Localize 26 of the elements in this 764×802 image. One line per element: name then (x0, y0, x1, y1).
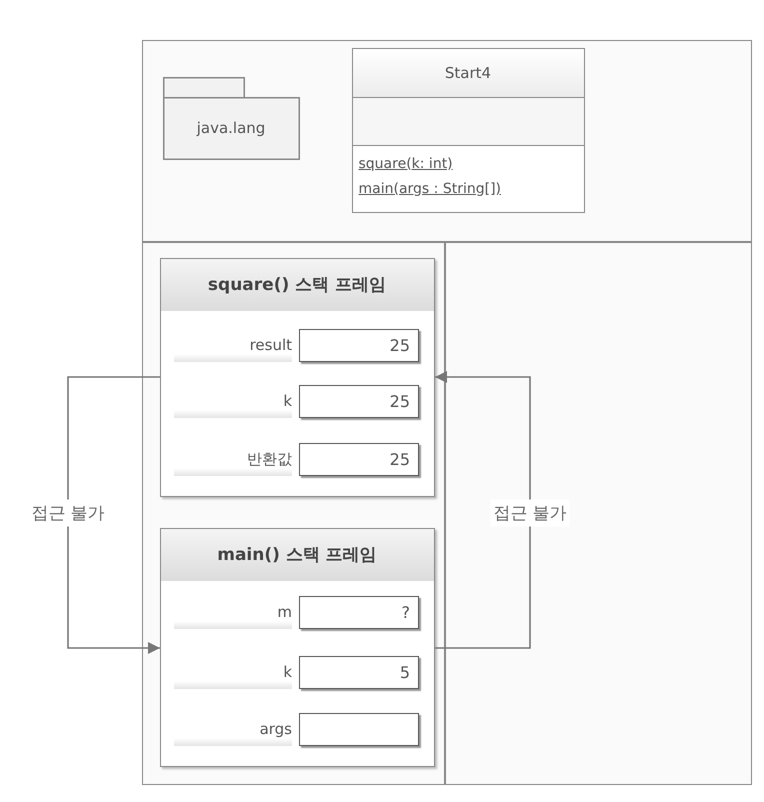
class-box (352, 48, 584, 212)
memory-area (142, 40, 752, 242)
frame-title: main() 스택 프레임 (160, 528, 434, 580)
value-text: 5 (400, 663, 410, 682)
arrow (67, 376, 160, 654)
value-text: 25 (390, 336, 410, 355)
value-box (299, 656, 419, 689)
value-box (299, 329, 419, 362)
frame-title: square() 스택 프레임 (160, 258, 434, 310)
value-box (299, 443, 419, 476)
edge-label: 접근 불가 (490, 499, 570, 526)
package-box (162, 76, 300, 160)
value-text: ? (402, 603, 410, 622)
value-box (299, 713, 419, 746)
method-signature: main(args : String[]) (358, 180, 501, 198)
value-text: 25 (390, 392, 410, 411)
value-box (299, 596, 419, 629)
method-signature: square(k: int) (358, 154, 453, 174)
value-text: 25 (390, 450, 410, 469)
package-name: java.lang (196, 119, 266, 137)
stack-frame (160, 528, 434, 766)
value-box (299, 385, 419, 418)
stack-frame (160, 258, 434, 496)
arrow (435, 371, 531, 649)
memory-area (142, 242, 445, 785)
class-name: Start4 (444, 64, 492, 82)
